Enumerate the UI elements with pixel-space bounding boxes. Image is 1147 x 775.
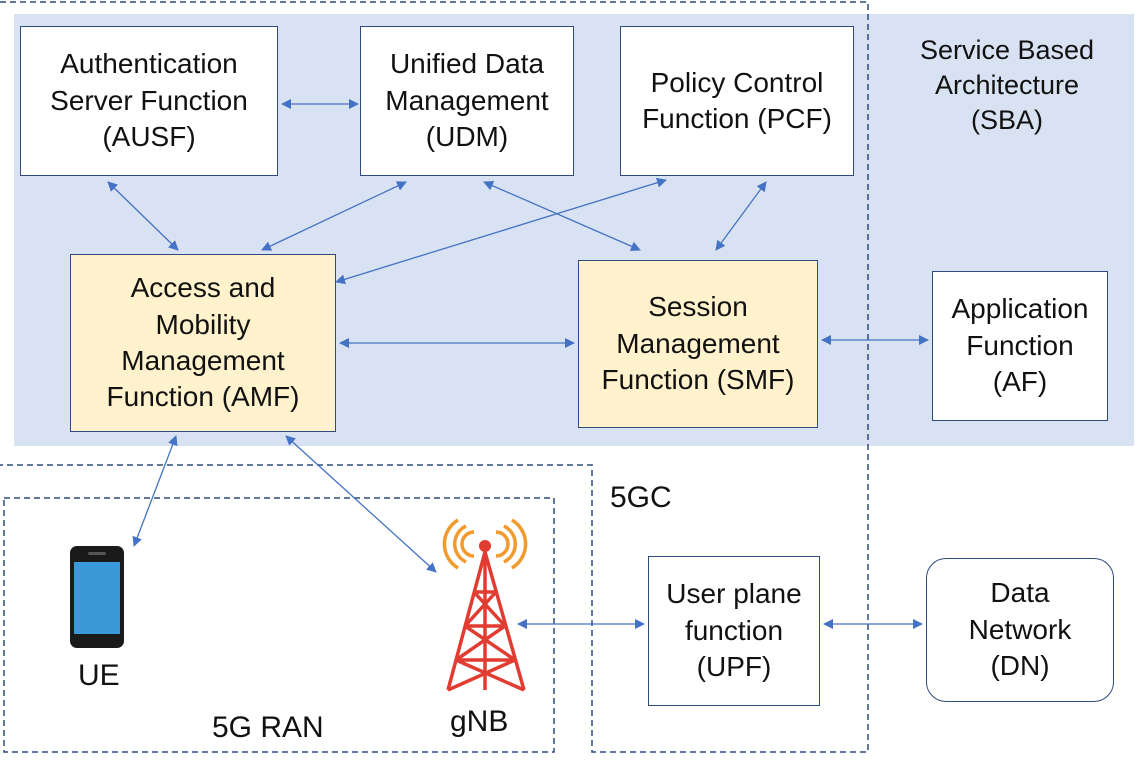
smf-box: Session Management Function (SMF) bbox=[578, 260, 818, 428]
box-label-line: Server Function bbox=[50, 84, 248, 116]
5g-ran-label: 5G RAN bbox=[212, 711, 324, 744]
box-label-line: Session bbox=[648, 291, 748, 323]
box-label-line: (UPF) bbox=[696, 651, 772, 683]
arrow-amf-gnb bbox=[285, 435, 437, 573]
box-label-line: (DN) bbox=[990, 650, 1050, 682]
5g-ran-boundary bbox=[3, 497, 555, 753]
cell-tower-icon bbox=[442, 518, 528, 692]
arrow-pcf-amf bbox=[335, 177, 667, 285]
box-label-line: Function (PCF) bbox=[642, 103, 832, 134]
arrow-amf-ue bbox=[132, 435, 178, 547]
arrow-udm-smf bbox=[483, 181, 641, 251]
5gc-label: 5GC bbox=[610, 481, 672, 514]
box-label-line: Management bbox=[385, 84, 549, 116]
box-label-line: Authentication bbox=[60, 48, 238, 80]
udm-box: Unified Data Management (UDM) bbox=[360, 26, 574, 176]
dn-box: Data Network (DN) bbox=[926, 558, 1114, 702]
sba-label-line: Service Based bbox=[919, 35, 1095, 65]
box-label-line: Network bbox=[968, 613, 1072, 645]
arrow-udm-amf bbox=[261, 181, 407, 251]
ausf-box: Authentication Server Function (AUSF) bbox=[20, 26, 278, 176]
box-label-line: (UDM) bbox=[425, 121, 509, 153]
amf-box: Access and Mobility Management Function … bbox=[70, 254, 336, 432]
box-label-line: User plane bbox=[666, 578, 802, 610]
sba-label-line: Architecture bbox=[934, 70, 1080, 101]
pcf-box: Policy Control Function (PCF) bbox=[620, 26, 854, 176]
af-box: Application Function (AF) bbox=[932, 271, 1108, 421]
box-label-line: Management bbox=[121, 345, 285, 376]
box-label-line: Access and bbox=[130, 272, 276, 304]
upf-box: User plane function (UPF) bbox=[648, 556, 820, 706]
box-label-line: Mobility bbox=[155, 308, 251, 340]
smartphone-icon bbox=[70, 546, 124, 648]
box-label-line: Unified Data bbox=[389, 48, 545, 80]
5gc-boundary bbox=[0, 1, 869, 753]
box-label-line: Application bbox=[951, 293, 1089, 325]
box-label-line: Function (SMF) bbox=[601, 364, 795, 396]
box-label-line: (AUSF) bbox=[102, 121, 196, 153]
box-label-line: Function (AMF) bbox=[106, 381, 300, 413]
box-label-line: (AF) bbox=[992, 366, 1048, 398]
ue-label: UE bbox=[78, 659, 120, 692]
sba-label: Service Based Architecture (SBA) bbox=[892, 33, 1122, 138]
box-label-line: Policy Control bbox=[650, 66, 824, 98]
arrow-pcf-smf bbox=[715, 181, 767, 251]
arrow-ausf-amf bbox=[107, 181, 179, 251]
gnb-label: gNB bbox=[450, 705, 509, 738]
sba-label-line: (SBA) bbox=[970, 105, 1043, 136]
box-label-line: Data bbox=[990, 577, 1050, 609]
box-label-line: Function bbox=[966, 329, 1074, 361]
box-label-line: Management bbox=[616, 327, 780, 359]
box-label-line: function bbox=[684, 614, 784, 646]
